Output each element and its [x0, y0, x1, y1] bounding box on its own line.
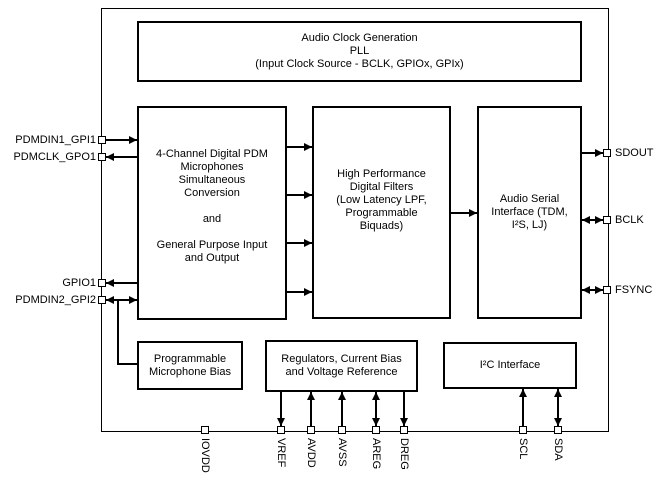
arrowhead-channel-2	[304, 191, 312, 199]
arrowhead-areg-to-pin	[372, 418, 380, 426]
wire-scl	[522, 389, 524, 426]
pin-label-dreg: DREG	[398, 438, 410, 470]
block-audio-clock-generation: Audio Clock Generation PLL (Input Clock …	[137, 21, 582, 82]
arrowhead-dreg-to-pin	[400, 418, 408, 426]
arrowhead-bclk-to-pin	[595, 216, 603, 224]
arrowhead-avdd-into-block	[307, 392, 315, 400]
pin-label-iovdd: IOVDD	[199, 438, 211, 473]
pin-sdout	[603, 149, 611, 157]
pin-label-gpio1: GPIO1	[62, 277, 96, 289]
wire-channel-2	[287, 194, 312, 196]
pin-pdmdin1-gpi1	[98, 136, 106, 144]
pin-label-fsync: FSYNC	[615, 284, 653, 296]
block-audio-serial-interface-label: Audio Serial Interface (TDM, I²S, LJ)	[491, 193, 568, 231]
pin-vref	[277, 426, 285, 434]
block-audio-serial-interface: Audio Serial Interface (TDM, I²S, LJ)	[477, 106, 582, 319]
pin-gpio1	[98, 279, 106, 287]
wire-gpio1	[106, 282, 137, 284]
wire-vref	[280, 392, 282, 426]
arrowhead-sda-to-pin	[554, 418, 562, 426]
arrowhead-pdmdin2-into-block	[129, 296, 137, 304]
arrowhead-pdmclk-to-pin	[106, 153, 114, 161]
arrowhead-channel-4	[304, 288, 312, 296]
pin-scl	[519, 426, 527, 434]
block-i2c-interface-label: I²C Interface	[479, 359, 541, 371]
arrowhead-vref-to-pin	[277, 418, 285, 426]
pin-label-pdmclk-gpo1: PDMCLK_GPO1	[13, 151, 96, 163]
arrowhead-channel-3	[304, 239, 312, 247]
pin-pdmclk-gpo1	[98, 153, 106, 161]
pin-avss	[338, 426, 346, 434]
pin-label-sdout: SDOUT	[615, 147, 654, 159]
pin-fsync	[603, 286, 611, 294]
wire-micbias-vertical	[117, 300, 119, 364]
pin-areg	[372, 426, 380, 434]
pin-label-vref: VREF	[275, 438, 287, 468]
pin-label-scl: SCL	[517, 438, 529, 460]
pin-label-avdd: AVDD	[305, 438, 317, 468]
pin-label-sda: SDA	[552, 438, 564, 461]
arrowhead-sda-into-block	[554, 389, 562, 397]
pin-label-bclk: BCLK	[615, 214, 644, 226]
wire-avdd	[310, 392, 312, 426]
wire-channel-4	[287, 291, 312, 293]
wire-dreg	[403, 392, 405, 426]
block-i2c-interface: I²C Interface	[443, 342, 577, 389]
pin-label-pdmdin2-gpi2: PDMDIN2_GPI2	[15, 294, 96, 306]
pin-avdd	[307, 426, 315, 434]
block-audio-clock-generation-label: Audio Clock Generation PLL (Input Clock …	[255, 32, 464, 70]
pin-bclk	[603, 216, 611, 224]
pin-iovdd	[201, 426, 209, 434]
arrowhead-areg-into-block	[372, 392, 380, 400]
arrowhead-fsync-into-block	[582, 286, 590, 294]
wire-fsync	[582, 289, 603, 291]
arrowhead-channel-1	[304, 143, 312, 151]
arrowhead-bclk-into-block	[582, 216, 590, 224]
arrowhead-scl-into-block	[519, 389, 527, 397]
block-digital-filters-label: High Performance Digital Filters (Low La…	[336, 168, 427, 232]
block-pdm-microphones-label: 4-Channel Digital PDM Microphones Simult…	[156, 147, 268, 264]
pin-label-areg: AREG	[370, 438, 382, 470]
wire-channel-3	[287, 242, 312, 244]
arrowhead-sdout-to-pin	[595, 149, 603, 157]
wire-channel-1	[287, 146, 312, 148]
wire-pdmdin1	[106, 139, 137, 141]
wire-pdmdin2	[106, 299, 137, 301]
pin-pdmdin2-gpi2	[98, 296, 106, 304]
pin-label-pdmdin1-gpi1: PDMDIN1_GPI1	[15, 134, 96, 146]
arrowhead-gpio1-to-pin	[106, 279, 114, 287]
wire-areg	[375, 392, 377, 426]
wire-sdout	[582, 152, 603, 154]
wire-sda	[557, 389, 559, 426]
block-mic-bias-label: Programmable Microphone Bias	[149, 352, 231, 378]
block-regulators-label: Regulators, Current Bias and Voltage Ref…	[281, 353, 402, 378]
pin-dreg	[400, 426, 408, 434]
wire-filters-to-asi	[451, 212, 477, 214]
arrowhead-avss-into-block	[338, 392, 346, 400]
wire-pdmclk	[106, 156, 137, 158]
arrowhead-pdmdin2-to-pin	[106, 296, 114, 304]
arrowhead-filters-to-asi	[469, 209, 477, 217]
pin-sda	[554, 426, 562, 434]
block-pdm-microphones: 4-Channel Digital PDM Microphones Simult…	[137, 106, 287, 320]
block-digital-filters: High Performance Digital Filters (Low La…	[312, 106, 451, 319]
arrowhead-fsync-to-pin	[595, 286, 603, 294]
block-regulators: Regulators, Current Bias and Voltage Ref…	[265, 340, 418, 392]
pin-label-avss: AVSS	[336, 438, 348, 467]
arrowhead-pdmdin1-into-block	[129, 136, 137, 144]
wire-micbias-horizontal	[117, 363, 137, 365]
wire-avss	[341, 392, 343, 426]
block-mic-bias: Programmable Microphone Bias	[137, 341, 243, 390]
wire-bclk	[582, 219, 603, 221]
